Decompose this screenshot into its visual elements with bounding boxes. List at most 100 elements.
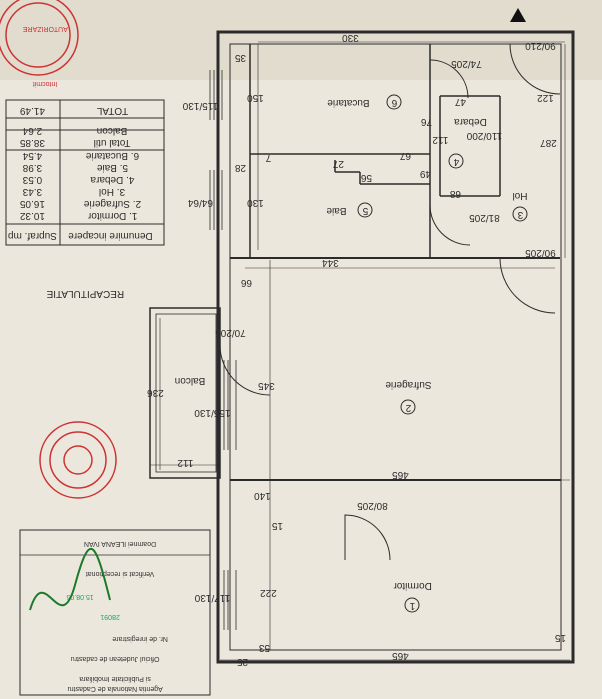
signature: [29, 548, 111, 611]
svg-text:15: 15: [271, 520, 283, 531]
svg-text:64/64: 64/64: [187, 197, 212, 208]
svg-text:3.43: 3.43: [22, 186, 42, 197]
windows: [209, 70, 237, 630]
room-sufragerie: 2 Sufragerie: [385, 379, 432, 415]
svg-text:344: 344: [322, 257, 339, 268]
svg-text:4. Debara: 4. Debara: [90, 174, 134, 185]
svg-text:66: 66: [240, 277, 252, 288]
svg-text:117/130: 117/130: [194, 592, 230, 603]
svg-text:Verificat si receptionat: Verificat si receptionat: [86, 570, 155, 577]
svg-text:90/205: 90/205: [525, 247, 556, 258]
svg-text:465: 465: [392, 469, 409, 480]
svg-text:6. Bucatarie: 6. Bucatarie: [85, 150, 139, 161]
svg-text:90/210: 90/210: [525, 40, 556, 51]
svg-text:Agentia Nationala de Cadastru: Agentia Nationala de Cadastru: [67, 685, 162, 692]
svg-text:10.32: 10.32: [19, 210, 44, 221]
svg-text:2: 2: [405, 402, 411, 413]
svg-text:Hol: Hol: [512, 190, 527, 201]
door-swings: [219, 43, 561, 561]
svg-text:5. Baie: 5. Baie: [96, 162, 128, 173]
svg-text:0.53: 0.53: [22, 174, 42, 185]
svg-text:28: 28: [234, 162, 246, 173]
svg-text:345: 345: [258, 380, 275, 391]
svg-text:53: 53: [258, 642, 270, 653]
dimension-labels: 465 465 344 330 222 53 345 150 130 28 35…: [147, 32, 566, 667]
summary-table: RECAPITULATIE Denumire incapere Supraf. …: [5, 99, 165, 299]
svg-text:3.98: 3.98: [22, 162, 42, 173]
room-hol: 3 Hol: [512, 190, 528, 222]
svg-text:74/205: 74/205: [451, 58, 482, 69]
svg-text:80/205: 80/205: [357, 500, 388, 511]
svg-text:RECAPITULATIE: RECAPITULATIE: [46, 288, 124, 299]
svg-text:TOTAL: TOTAL: [96, 105, 128, 116]
svg-text:68: 68: [449, 188, 461, 199]
svg-text:Baie: Baie: [326, 205, 346, 216]
svg-text:49: 49: [419, 168, 431, 179]
svg-text:6: 6: [391, 97, 397, 108]
svg-text:Nr. de inregistrare: Nr. de inregistrare: [112, 635, 168, 642]
svg-text:465: 465: [392, 650, 409, 661]
svg-text:150: 150: [247, 92, 264, 103]
svg-text:Doamnei ILEANA IVAN: Doamnei ILEANA IVAN: [84, 540, 156, 547]
svg-text:27: 27: [332, 158, 344, 169]
svg-text:130: 130: [247, 197, 264, 208]
svg-text:28091: 28091: [100, 613, 120, 620]
svg-text:287: 287: [540, 137, 557, 148]
svg-text:Balcon: Balcon: [97, 125, 128, 136]
svg-text:Denumire incapere: Denumire incapere: [68, 230, 153, 241]
svg-text:2. Sufragerie: 2. Sufragerie: [83, 198, 141, 209]
svg-text:155/130: 155/130: [194, 407, 231, 418]
svg-text:122: 122: [537, 92, 554, 103]
svg-text:112: 112: [177, 457, 193, 468]
svg-text:Bucatarie: Bucatarie: [327, 97, 370, 108]
dimensions: [150, 41, 570, 661]
svg-text:Oficiul Judetean de cadastru: Oficiul Judetean de cadastru: [71, 655, 160, 662]
svg-text:Intocmit: Intocmit: [33, 80, 58, 87]
walls: [149, 30, 575, 664]
svg-text:38.85: 38.85: [19, 137, 44, 148]
svg-text:3. Hol: 3. Hol: [99, 186, 125, 197]
svg-text:15.08.05: 15.08.05: [66, 593, 93, 600]
svg-text:16.05: 16.05: [19, 198, 44, 209]
svg-text:222: 222: [260, 587, 277, 598]
svg-text:25: 25: [236, 656, 248, 667]
svg-text:110/200: 110/200: [466, 130, 502, 141]
svg-text:81/205: 81/205: [469, 212, 500, 223]
svg-text:4: 4: [453, 156, 459, 167]
room-balcon: Balcon: [175, 375, 206, 386]
room-bucatarie: 6 Bucatarie: [327, 94, 402, 110]
svg-text:1. Dormitor: 1. Dormitor: [87, 210, 137, 221]
svg-text:Sufragerie: Sufragerie: [385, 379, 432, 390]
stamp-cadastre: [39, 421, 117, 499]
room-baie: 5 Baie: [326, 202, 373, 218]
svg-text:7: 7: [265, 152, 271, 163]
room-dormitor: 1 Dormitor: [393, 580, 432, 613]
svg-text:Debara: Debara: [454, 116, 487, 127]
svg-text:Total util: Total util: [94, 137, 131, 148]
north-arrow-icon: [510, 8, 526, 22]
registration-box: Agentia Nationala de Cadastru si Publici…: [19, 529, 211, 696]
svg-text:76: 76: [420, 116, 432, 127]
svg-text:AUTORIZARE: AUTORIZARE: [23, 25, 68, 32]
svg-text:Balcon: Balcon: [175, 375, 206, 386]
svg-text:2.64: 2.64: [22, 125, 42, 136]
svg-text:41.49: 41.49: [19, 105, 44, 116]
svg-text:35: 35: [234, 52, 246, 63]
svg-text:236: 236: [147, 387, 164, 398]
svg-text:5: 5: [362, 205, 368, 216]
room-debara: 4 Debara: [448, 116, 487, 169]
svg-text:15: 15: [554, 632, 566, 643]
stamp-top: Intocmit AUTORIZARE: [0, 0, 79, 87]
svg-text:3: 3: [517, 209, 523, 220]
svg-text:140: 140: [254, 490, 271, 501]
svg-text:Dormitor: Dormitor: [393, 580, 432, 591]
svg-text:115/130: 115/130: [182, 100, 218, 111]
svg-text:Supraf. mp: Supraf. mp: [8, 230, 57, 241]
svg-text:67: 67: [399, 150, 411, 161]
svg-text:70/205: 70/205: [215, 327, 246, 338]
svg-text:330: 330: [342, 32, 359, 43]
svg-text:56: 56: [360, 172, 372, 183]
svg-text:47: 47: [454, 96, 466, 107]
